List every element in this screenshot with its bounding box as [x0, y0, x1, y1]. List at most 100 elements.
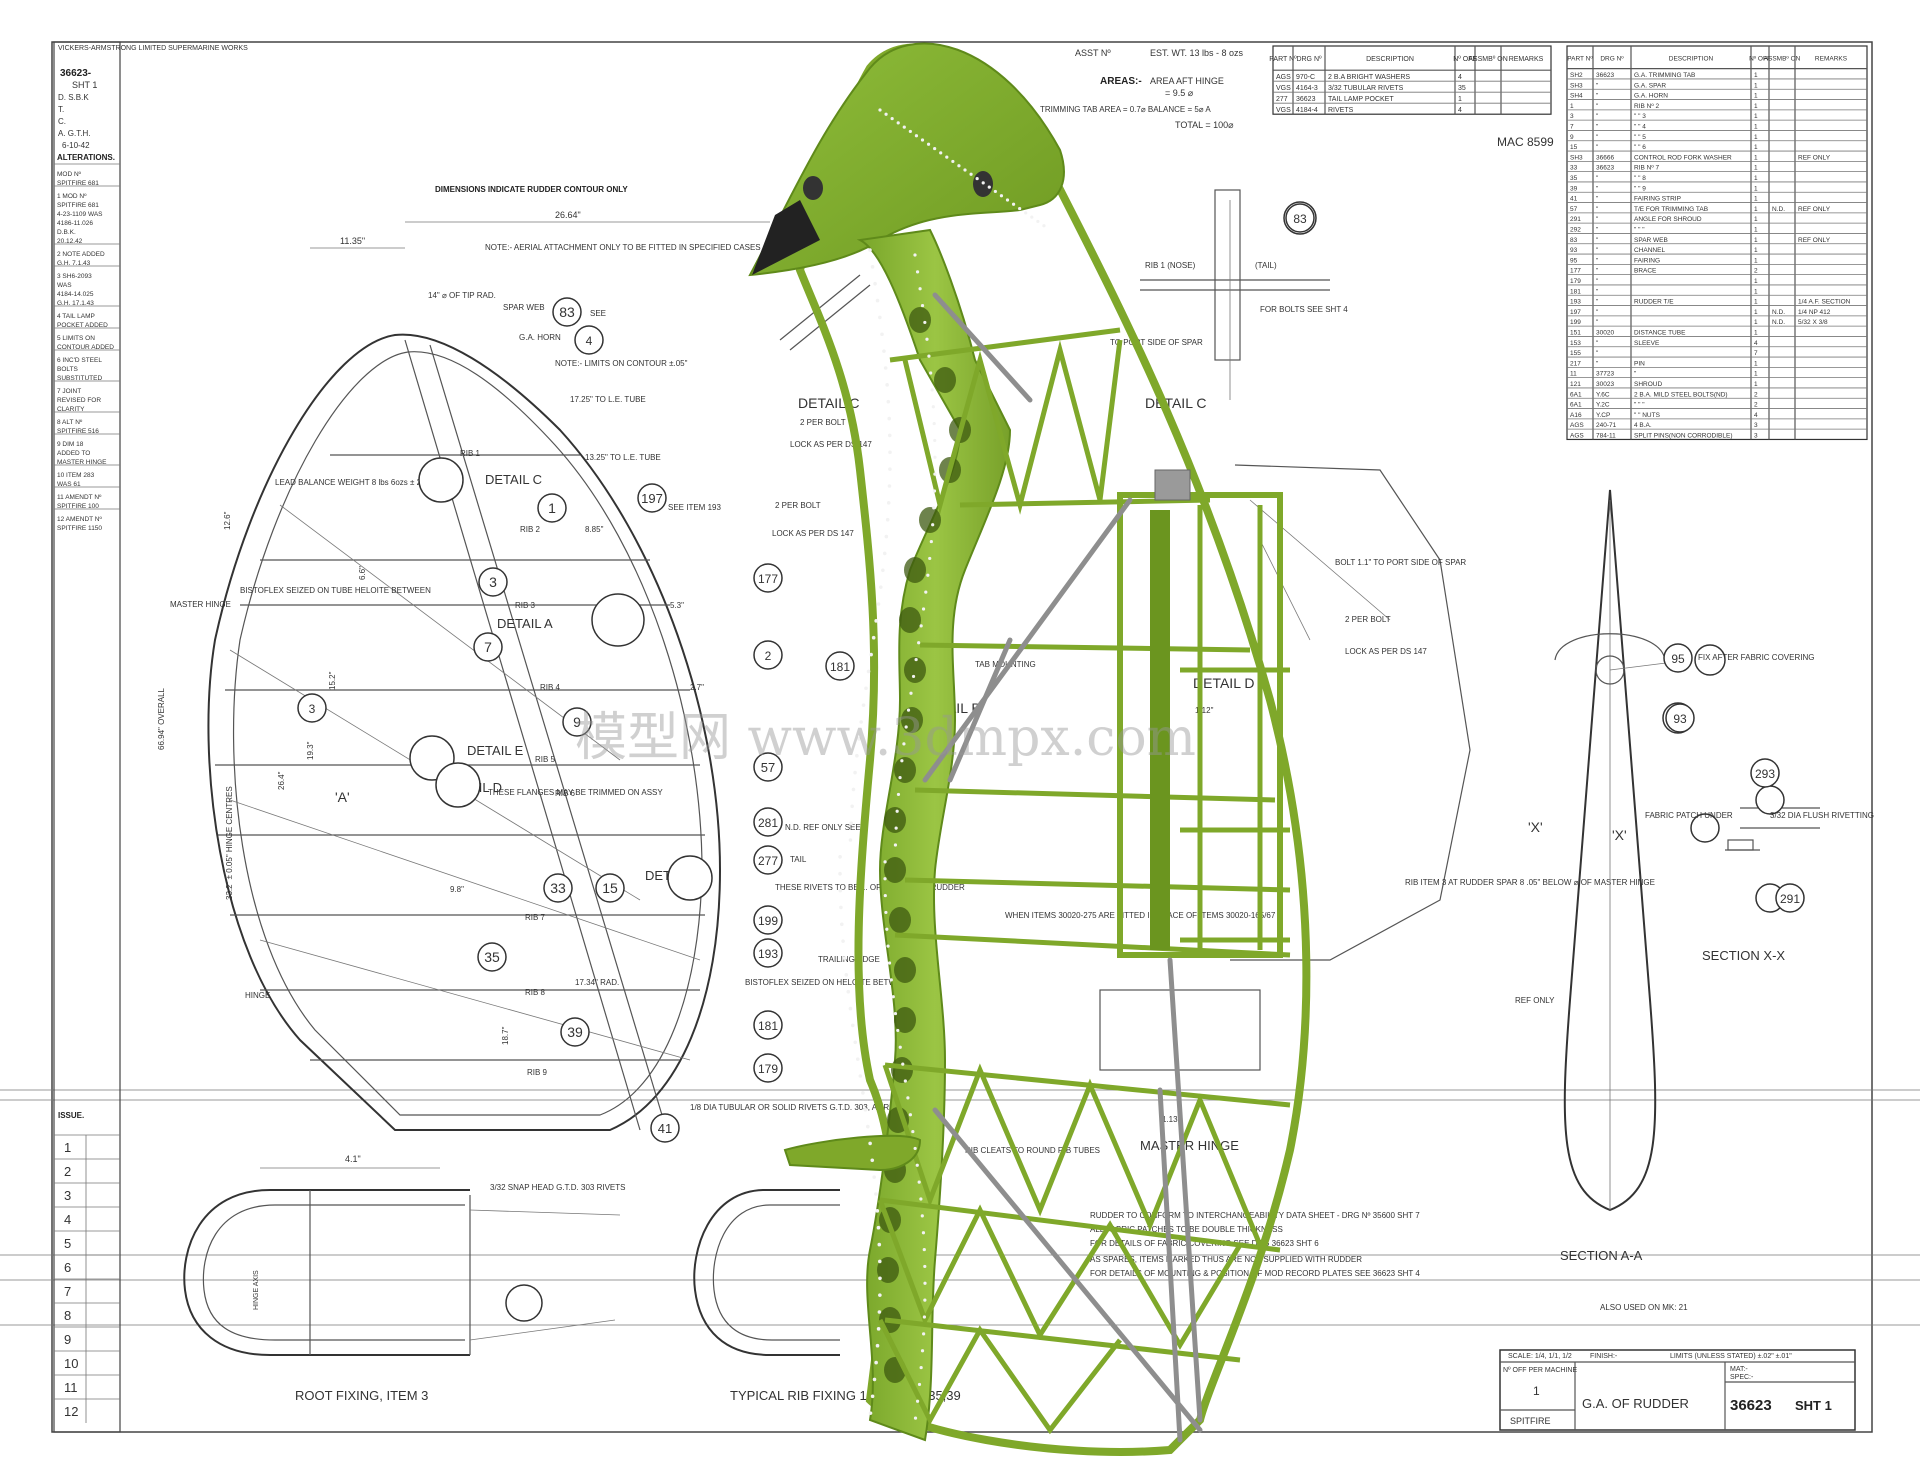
table-cell: AGS — [1276, 74, 1291, 81]
alteration-line: G.H. 17.1.43 — [57, 300, 94, 307]
table-header: PART Nº — [1567, 55, 1593, 62]
balloon: 95 — [1663, 643, 1693, 673]
table-cell: 177 — [1570, 268, 1581, 275]
alteration-line: CLARITY — [57, 406, 85, 413]
alteration-line: POCKET ADDED — [57, 322, 108, 329]
table-cell: " — [1596, 82, 1599, 89]
table-cell: 5/32 X 3/8 — [1798, 319, 1828, 326]
table-cell: Y.6C — [1596, 391, 1610, 398]
issue-number: 12 — [64, 1404, 78, 1419]
tb-drawing: 36623 — [1730, 1397, 1772, 1414]
table-cell: 35 — [1458, 85, 1466, 92]
tb-scale: SCALE: 1/4, 1/1, 1/2 — [1508, 1353, 1572, 1360]
table-cell: " " " — [1634, 226, 1645, 233]
alteration-line: 7 JOINT — [57, 388, 81, 395]
tb-sheet: SHT 1 — [1795, 1398, 1832, 1413]
fabric-patch: FABRIC PATCH UNDER — [1645, 811, 1733, 820]
side-checked: C. — [58, 117, 66, 126]
side-drawing-no: 36623- — [60, 68, 91, 79]
table-cell: 1 — [1754, 113, 1758, 120]
table-header: ASSMBº ON — [1764, 55, 1801, 62]
trim-balance: TRIMMING TAB AREA = 0.7⌀ BALANCE = 5⌀ A — [1040, 105, 1211, 114]
table-cell: 7 — [1754, 350, 1758, 357]
table-cell: RUDDER T/E — [1634, 299, 1674, 306]
svg-text:3: 3 — [489, 574, 497, 590]
table-cell: SPAR WEB — [1634, 237, 1668, 244]
table-cell: " — [1596, 309, 1599, 316]
table-cell: RIB Nº 7 — [1634, 165, 1660, 172]
table-cell: " — [1596, 340, 1599, 347]
dim-overall-width: 26.64" — [555, 210, 581, 220]
fabric-details: FOR DETAILS OF FABRIC COVERING SEE DRG 3… — [1090, 1239, 1319, 1248]
dim-264: 26.4" — [277, 771, 286, 790]
table-cell: G.A. SPAR — [1634, 82, 1666, 89]
bistoflex-note: BISTOFLEX SEIZED ON TUBE HELOITE BETWEEN — [240, 586, 431, 595]
table-cell: 2 B.A. MILD STEEL BOLTS(ND) — [1634, 391, 1728, 398]
svg-text:197: 197 — [641, 491, 663, 506]
balloon: 181 — [753, 1010, 783, 1040]
section-x-x-drawing: FABRIC PATCH UNDER 3/32 DIA FLUSH RIVETT… — [1645, 785, 1874, 963]
table-cell: 36666 — [1596, 154, 1614, 161]
table-header: PART Nº — [1269, 56, 1297, 63]
table-cell: " " 4 — [1634, 123, 1646, 130]
lock-as-3: LOCK AS PER DS 147 — [1345, 647, 1427, 656]
svg-text:291: 291 — [1780, 892, 1800, 906]
spares-note: AS SPARES, ITEMS MARKED THUS ARE NOT SUP… — [1090, 1255, 1362, 1264]
alteration-line: SPITFIRE 100 — [57, 503, 99, 510]
balloon: 33 — [543, 873, 573, 903]
alteration-line: REVISED FOR — [57, 397, 101, 404]
balloon: 181 — [825, 651, 855, 681]
conform-note: RUDDER TO CONFORM TO INTERCHANGEABILITY … — [1090, 1211, 1420, 1220]
svg-text:93: 93 — [1673, 712, 1687, 726]
table-cell: 41 — [1570, 196, 1578, 203]
detail-d2-label: DETAIL D — [1193, 675, 1254, 691]
alteration-line: SPITFIRE 681 — [57, 180, 99, 187]
table-cell: 1 — [1754, 165, 1758, 172]
table-header: Nº OFF — [1749, 55, 1771, 62]
table-cell: SH3 — [1570, 82, 1583, 89]
table-cell: 2 B.A BRIGHT WASHERS — [1328, 74, 1410, 81]
table-cell: 3 — [1570, 113, 1574, 120]
side-issue-title: ISSUE. — [58, 1111, 84, 1120]
title-block: SCALE: 1/4, 1/1, 1/2 FINISH:- LIMITS (UN… — [1499, 1349, 1856, 1431]
table-cell: 11 — [1570, 371, 1577, 378]
table-header: DESCRIPTION — [1366, 56, 1414, 63]
table-cell: SH4 — [1570, 93, 1583, 100]
dim-17: 17.34" RAD. — [575, 978, 619, 987]
table-cell: SLEEVE — [1634, 340, 1660, 347]
svg-text:199: 199 — [758, 914, 778, 928]
alteration-line: BOLTS — [57, 366, 78, 373]
table-cell: " — [1596, 103, 1599, 110]
table-cell: " — [1596, 185, 1599, 192]
svg-text:95: 95 — [1671, 652, 1685, 666]
issue-number: 6 — [64, 1260, 71, 1275]
table-cell: " — [1596, 299, 1599, 306]
alteration-line: 8 ALT Nº — [57, 419, 83, 426]
table-cell: 193 — [1570, 299, 1581, 306]
table-cell: CONTROL ROD FORK WASHER — [1634, 154, 1732, 161]
table-cell: " — [1634, 371, 1637, 378]
table-cell: DISTANCE TUBE — [1634, 329, 1686, 336]
svg-text:193: 193 — [758, 947, 778, 961]
asst-no: ASST Nº — [1075, 48, 1111, 58]
table-cell: CHANNEL — [1634, 247, 1665, 254]
table-cell: 1 — [1754, 381, 1758, 388]
dim-41: 4.1" — [345, 1154, 361, 1164]
flanges-note: THESE FLANGES MAY BE TRIMMED ON ASSY — [488, 788, 663, 797]
table-cell: 153 — [1570, 340, 1581, 347]
issue-number: 5 — [64, 1236, 71, 1251]
side-approved: A. G.T.H. — [58, 129, 90, 138]
rivet-dots — [838, 108, 1046, 1420]
table-cell: " — [1596, 216, 1599, 223]
refonly-note: REF ONLY — [1515, 996, 1555, 1005]
table-cell: 37723 — [1596, 371, 1614, 378]
table-cell: 1 — [1754, 82, 1758, 89]
balloon: 293 — [1750, 758, 1780, 788]
balloon: 1 — [537, 493, 567, 523]
table-cell: " " 3 — [1634, 113, 1646, 120]
detail-e-label: DETAIL E — [467, 743, 524, 758]
rib-1-nose: RIB 1 (NOSE) — [1145, 261, 1196, 270]
table-cell: " — [1596, 268, 1599, 275]
master-hinge-note: MASTER HINGE — [170, 600, 231, 609]
